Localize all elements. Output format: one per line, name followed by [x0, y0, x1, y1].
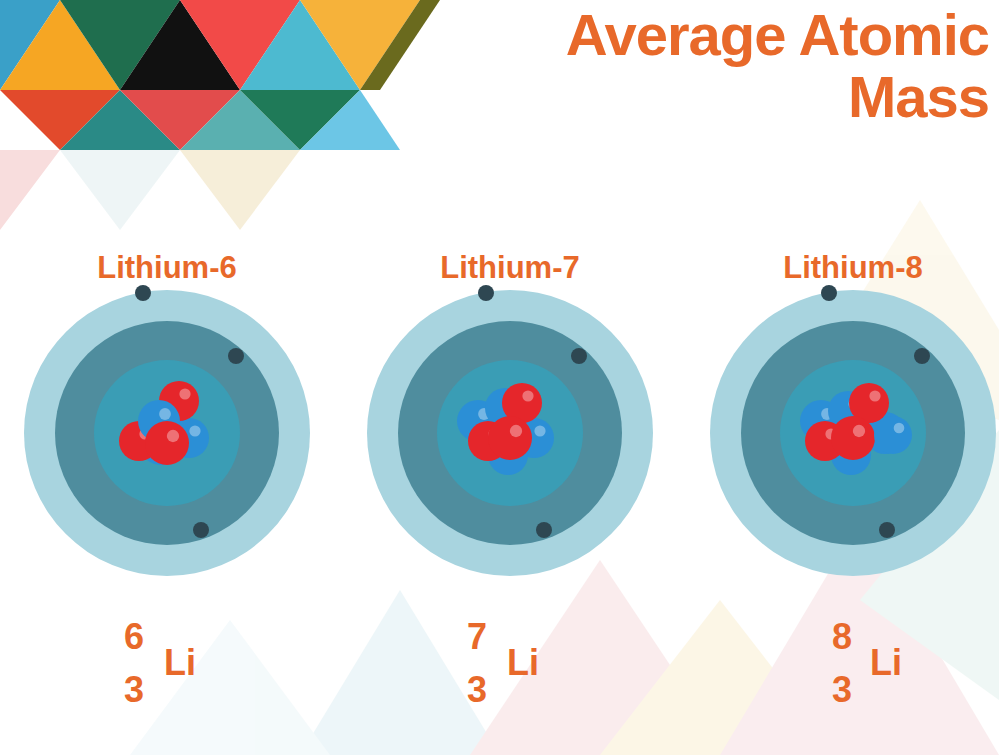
isotope-name: Lithium-8 [783, 250, 923, 286]
element-symbol: Li [164, 642, 196, 684]
electron [478, 285, 494, 301]
inner-shell [398, 321, 622, 545]
highlight [179, 388, 190, 399]
proton [145, 421, 189, 465]
electron [536, 522, 552, 538]
slide-title: Average Atomic Mass [469, 4, 989, 128]
highlight [869, 390, 880, 401]
highlight [510, 425, 522, 437]
atom-models [24, 285, 996, 576]
electron [879, 522, 895, 538]
nucleus-region [94, 360, 240, 506]
element-symbol: Li [870, 642, 902, 684]
electron [914, 348, 930, 364]
element-symbol: Li [507, 642, 539, 684]
inner-shell [741, 321, 965, 545]
highlight [522, 390, 533, 401]
mass-number: 8 [832, 616, 852, 658]
highlight [894, 423, 905, 434]
highlight [534, 425, 545, 436]
proton [488, 416, 532, 460]
outer-shell [24, 290, 310, 576]
mass-number: 7 [467, 616, 487, 658]
mass-number: 6 [124, 616, 144, 658]
proton [831, 416, 875, 460]
isotope-name: Lithium-7 [440, 250, 580, 286]
electron [193, 522, 209, 538]
electron [571, 348, 587, 364]
outer-shell [710, 290, 996, 576]
highlight [167, 430, 179, 442]
atom [24, 285, 310, 576]
atom [367, 285, 653, 576]
atomic-number: 3 [832, 669, 852, 711]
nucleus-region [437, 360, 583, 506]
highlight [189, 425, 200, 436]
corner-pattern [0, 0, 440, 230]
outer-shell [367, 290, 653, 576]
atom [710, 285, 996, 576]
inner-shell [55, 321, 279, 545]
atomic-number: 3 [124, 669, 144, 711]
atomic-number: 3 [467, 669, 487, 711]
electron [821, 285, 837, 301]
nucleus-region [780, 360, 926, 506]
isotope-name: Lithium-6 [97, 250, 237, 286]
neutron [874, 416, 912, 454]
electron [228, 348, 244, 364]
highlight [853, 425, 865, 437]
electron [135, 285, 151, 301]
highlight [159, 408, 171, 420]
